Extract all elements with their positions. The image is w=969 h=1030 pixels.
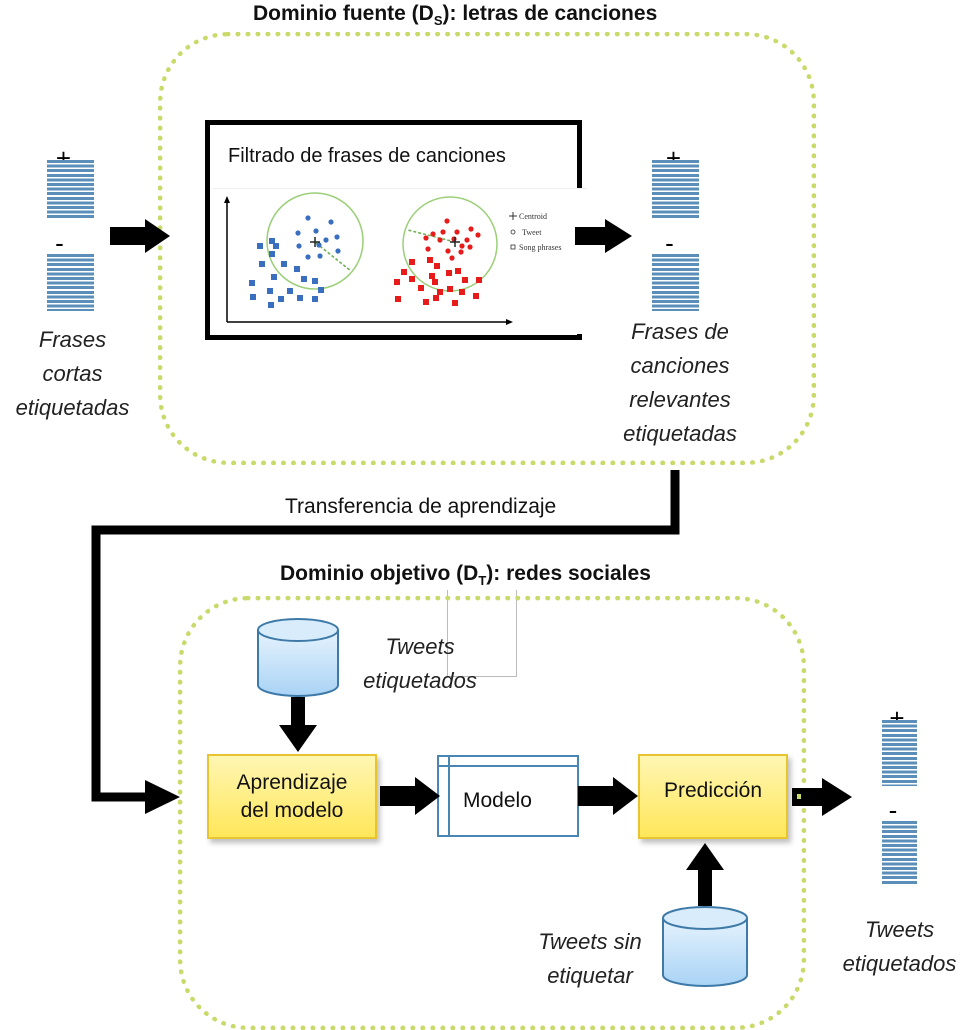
filter-plot-area (212, 188, 587, 334)
source-output-negative-sign: - (665, 228, 674, 258)
input-label: Frases cortas etiquetadas (0, 323, 145, 425)
input-label-line: etiquetadas (15, 395, 130, 420)
labeled-tweets-label: Tweets etiquetados (340, 630, 500, 698)
model-learning-line: del modelo (240, 798, 344, 822)
prediction-label: Predicción (663, 778, 763, 802)
source-output-label: Frases de canciones relevantes etiquetad… (600, 315, 760, 451)
source-output-label-line: Frases de (631, 319, 729, 344)
source-domain-title: Dominio fuente (DS): letras de canciones (253, 2, 657, 28)
target-output-label: Tweets etiquetados (830, 913, 969, 981)
filter-panel-title: Filtrado de frases de canciones (228, 145, 506, 167)
target-domain-title: Dominio objetivo (DT): redes sociales (280, 562, 651, 588)
source-title-prefix: Dominio fuente (D (253, 2, 434, 25)
unlabeled-tweets-label: Tweets sin etiquetar (520, 925, 660, 993)
source-output-label-line: relevantes (629, 387, 731, 412)
input-negative-stack (47, 254, 94, 311)
input-label-line: cortas (42, 361, 103, 386)
target-output-label-line: Tweets (864, 917, 935, 942)
target-output-negative-sign: - (888, 795, 898, 825)
target-output-negative-stack (882, 821, 917, 884)
target-title-prefix: Dominio objetivo (D (280, 562, 479, 585)
model-learning-box: Aprendizaje del modelo (207, 754, 377, 839)
source-output-positive-stack (652, 160, 699, 218)
source-output-label-line: canciones (630, 353, 730, 378)
source-title-suffix: ): letras de canciones (442, 2, 658, 25)
transfer-label: Transferencia de aprendizaje (285, 495, 557, 518)
labeled-tweets-label-line: Tweets (385, 634, 455, 659)
model-box-header-line (439, 765, 577, 767)
input-negative-sign: - (55, 228, 64, 258)
unlabeled-tweets-label-line: etiquetar (547, 963, 633, 988)
target-output-label-line: etiquetados (842, 951, 957, 976)
arrow-transfer-head (145, 780, 180, 814)
input-positive-stack (47, 160, 94, 218)
labeled-tweets-label-line: etiquetados (363, 668, 477, 693)
source-title-subscript: S (433, 13, 443, 29)
source-output-label-line: etiquetadas (623, 421, 737, 446)
filter-panel: Filtrado de frases de canciones (205, 120, 587, 340)
prediction-box: Predicción (638, 754, 788, 839)
unlabeled-tweets-label-line: Tweets sin (538, 929, 642, 954)
model-box-side-line (448, 757, 450, 835)
model-learning-line: Aprendizaje (236, 770, 348, 794)
model-box: Modelo (437, 755, 579, 837)
target-output-positive-stack (882, 720, 917, 786)
source-output-negative-stack (652, 254, 699, 311)
target-title-suffix: ): redes sociales (486, 562, 651, 585)
input-label-line: Frases (38, 327, 107, 352)
model-label: Modelo (463, 789, 532, 812)
